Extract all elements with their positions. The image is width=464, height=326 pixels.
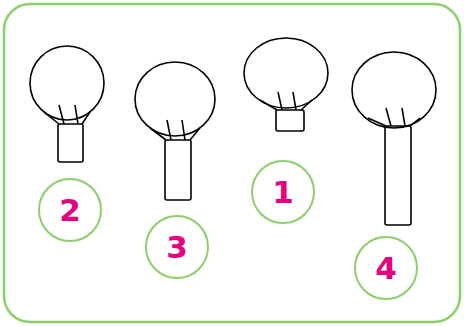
basket — [385, 126, 411, 225]
number-circle: 4 — [354, 236, 418, 300]
balloon — [352, 52, 436, 128]
balloon — [30, 46, 104, 120]
outer-frame — [4, 4, 460, 322]
basket — [165, 140, 191, 200]
callout-number: 1 — [272, 177, 294, 208]
callout-number: 2 — [59, 195, 81, 226]
number-circle: 3 — [145, 215, 209, 279]
balloon — [135, 62, 215, 136]
basket — [276, 110, 304, 131]
balloon-strings — [260, 92, 312, 110]
balloon-strings — [44, 105, 90, 124]
balloon — [244, 38, 328, 108]
balloon-strings — [150, 120, 200, 140]
number-circle: 2 — [38, 178, 102, 242]
callout-number: 3 — [166, 232, 188, 263]
balloon-strings — [368, 108, 420, 126]
basket — [58, 124, 83, 162]
callout-number: 4 — [375, 253, 397, 284]
number-circle: 1 — [251, 160, 315, 224]
